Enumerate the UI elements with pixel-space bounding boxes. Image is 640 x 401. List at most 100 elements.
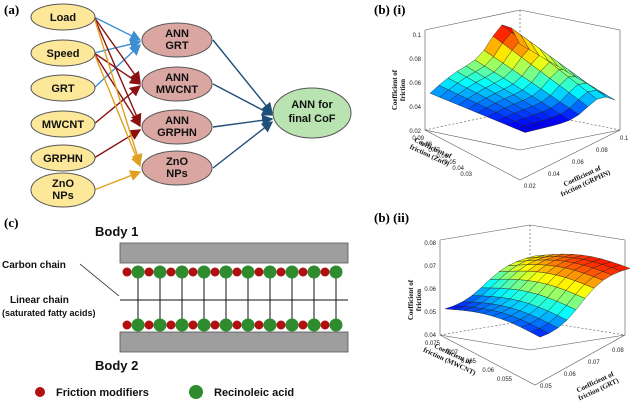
b1-surface [429, 24, 616, 133]
b2-z-tick: 0.04 [424, 333, 436, 339]
input-label-load: Load [50, 12, 76, 24]
panel-c: (c) Body 1 Body 2 Carbon chain Linear ch… [2, 215, 349, 399]
recinoleic-acid-molecule [329, 265, 343, 279]
arrow-grphn-to-ann-grphn [93, 129, 142, 159]
recinoleic-acid-molecule [197, 318, 211, 332]
ann-node-grphn [141, 109, 213, 145]
b1-surface-cell [510, 27, 531, 51]
recinoleic-acid-molecule [329, 318, 343, 332]
arrow-load-to-ann-mwcnt [93, 16, 141, 84]
b2-z-tick: 0.08 [424, 241, 436, 247]
input-label-mwcnt: MWCNT [42, 119, 84, 131]
friction-modifier-molecule [166, 267, 176, 277]
input-node-mwcnt [30, 110, 96, 138]
arrow-load-to-zno [93, 16, 143, 166]
panel-a: (a) [4, 2, 352, 208]
arrow-speed-to-zno [93, 52, 142, 168]
friction-modifier-molecule [276, 267, 286, 277]
recinoleic-acid-molecule [241, 265, 255, 279]
panel-c-label: (c) [4, 215, 18, 230]
recinoleic-acid-molecule [241, 318, 255, 332]
input-label-grt: GRT [51, 83, 75, 95]
friction-modifier-molecule [254, 267, 264, 277]
friction-modifier-molecule [232, 320, 242, 330]
b2-y-tick: 0.055 [497, 377, 513, 383]
arrow-grt-to-ann-grt [93, 44, 142, 89]
b1-x-tick: 0.04 [548, 172, 560, 178]
arrow-zno-to-final [212, 121, 274, 169]
b2-y-tick: 0.06 [482, 368, 494, 374]
b2-z-tick: 0.07 [424, 264, 436, 270]
input-node-zno [30, 172, 96, 208]
output-arrows [212, 39, 274, 169]
b1-x-tick: 0.08 [596, 148, 608, 154]
friction-modifier-molecule [210, 320, 220, 330]
linear-chain-sublabel: (saturated fatty acids) [2, 308, 96, 318]
panel-b2: (b) (ii) Coefficient offriction Coeffici… [374, 210, 631, 401]
recinoleic-acid-molecule [131, 318, 145, 332]
b1-x-tick: 0.1 [620, 136, 629, 142]
friction-modifier-molecule [210, 267, 220, 277]
recinoleic-acid-molecule [263, 318, 277, 332]
input-arrows [93, 16, 143, 191]
friction-modifier-molecule [298, 320, 308, 330]
arrow-speed-to-ann-mwcnt [93, 52, 142, 85]
carbon-chain-pointer [79, 263, 120, 297]
recinoleic-acid-molecule [153, 318, 167, 332]
b2-z-tick: 0.05 [424, 310, 436, 316]
input-node-load [30, 3, 96, 31]
friction-modifier-molecule [144, 267, 154, 277]
input-node-speed [30, 39, 96, 67]
friction-modifier-molecule [166, 320, 176, 330]
friction-modifier-molecule [122, 320, 132, 330]
arrow-ann-grt-to-final [212, 39, 273, 115]
final-cof-label-1: ANN for [291, 99, 333, 111]
linear-chain-label: Linear chain [10, 295, 69, 306]
b1-y-tick: 0.05 [444, 160, 456, 166]
b2-xlabel: Coefficient offriction (GRT) [574, 369, 621, 401]
recinoleic-acid-molecule [131, 265, 145, 279]
ann-node-grt [141, 22, 213, 58]
input-label-speed: Speed [46, 48, 79, 60]
legend-recinoleic-acid-marker [189, 385, 203, 399]
b2-y-tick: 0.075 [425, 341, 441, 347]
b1-y-tick: 0.07 [428, 148, 440, 154]
body1-plate [119, 242, 349, 264]
friction-modifier-molecule [144, 320, 154, 330]
body2-plate [119, 331, 349, 353]
recinoleic-acid-molecule [307, 265, 321, 279]
b2-zlabel: Coefficient offriction [407, 279, 423, 320]
friction-modifier-molecule [276, 320, 286, 330]
legend-recinoleic-acid-label: Recinoleic acid [214, 387, 294, 399]
friction-modifier-molecule [122, 267, 132, 277]
input-node-grt [30, 74, 96, 102]
b1-y-tick: 0.09 [412, 136, 424, 142]
b1-zlabel: Coefficient offriction [391, 69, 407, 110]
panel-b1: (b) (i) Coefficient offriction Coefficie… [374, 2, 629, 198]
arrow-ann-mwcnt-to-final [212, 83, 274, 116]
arrow-zno-to-zno [93, 170, 142, 191]
arrow-load-to-ann-grphn [93, 16, 142, 126]
b1-z-tick: 0.1 [413, 33, 422, 39]
b2-ticks: 0.080.070.060.050.040.0750.070.0650.060.… [424, 241, 624, 390]
chain-molecules [122, 265, 343, 332]
recinoleic-acid-molecule [285, 318, 299, 332]
friction-modifier-molecule [188, 320, 198, 330]
panel-b1-label: (b) (i) [374, 2, 405, 17]
ann-node-zno [141, 150, 213, 186]
b2-surface-cell [525, 254, 545, 259]
b1-xlabel: Coefficient offriction (GRPHN) [556, 161, 612, 199]
friction-modifier-molecule [320, 320, 330, 330]
b1-y-tick: 0.08 [420, 142, 432, 148]
arrow-load-to-ann-grt [93, 16, 142, 41]
friction-modifier-molecule [188, 267, 198, 277]
b1-y-tick: 0.04 [452, 166, 464, 172]
b2-x-tick: 0.07 [588, 360, 600, 366]
b2-x-tick: 0.05 [540, 384, 552, 390]
